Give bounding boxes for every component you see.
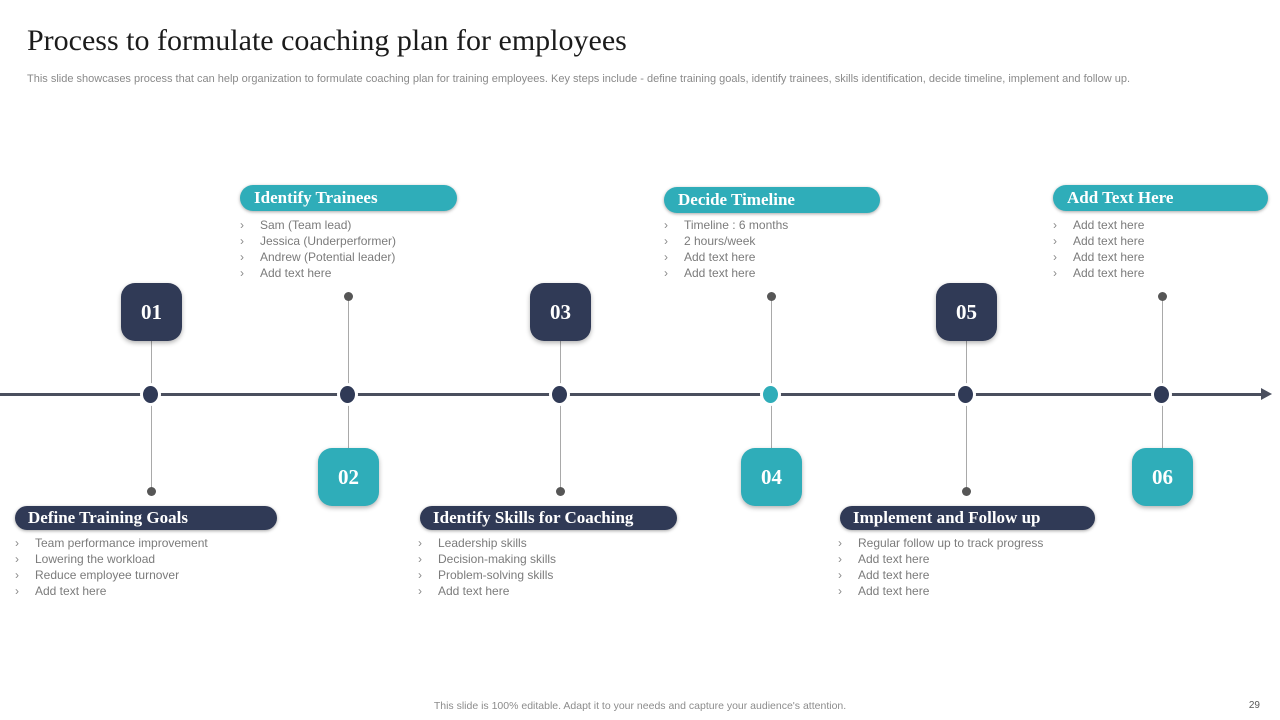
step-1-end-dot bbox=[147, 487, 156, 496]
bullet-marker-icon: › bbox=[664, 218, 668, 232]
step-3-title-banner: Identify Skills for Coaching bbox=[420, 506, 677, 530]
step-3-bullet-list: ›Leadership skills ›Decision-making skil… bbox=[418, 536, 556, 600]
bullet-marker-icon: › bbox=[15, 584, 19, 598]
page-number: 29 bbox=[1248, 700, 1260, 711]
bullet-item: ›Timeline : 6 months bbox=[664, 218, 789, 232]
bullet-marker-icon: › bbox=[664, 234, 668, 248]
bullet-item: ›Decision-making skills bbox=[418, 552, 557, 566]
bullet-marker-icon: › bbox=[418, 536, 422, 550]
timeline-arrow-icon bbox=[1261, 388, 1272, 400]
bullet-item: ›Problem-solving skills bbox=[418, 568, 554, 582]
step-4-connector-line bbox=[771, 299, 772, 448]
bullet-marker-icon: › bbox=[240, 250, 244, 264]
bullet-item: ›Sam (Team lead) bbox=[240, 218, 352, 232]
bullet-marker-icon: › bbox=[1053, 250, 1057, 264]
step-1-timeline-dot bbox=[140, 383, 161, 406]
bullet-marker-icon: › bbox=[418, 568, 422, 582]
bullet-item: ›Add text here bbox=[664, 266, 756, 280]
step-5-timeline-dot bbox=[955, 383, 976, 406]
bullet-marker-icon: › bbox=[15, 536, 19, 550]
bullet-item: ›Add text here bbox=[240, 266, 332, 280]
step-6-bullet-list: ›Add text here ›Add text here ›Add text … bbox=[1053, 218, 1144, 282]
bullet-marker-icon: › bbox=[664, 266, 668, 280]
bullet-item: ›Add text here bbox=[838, 552, 930, 566]
bullet-marker-icon: › bbox=[664, 250, 668, 264]
bullet-item: ›Add text here bbox=[1053, 250, 1145, 264]
bullet-item: ›Team performance improvement bbox=[15, 536, 208, 550]
step-3-connector-line bbox=[560, 341, 561, 489]
step-4-number-box: 04 bbox=[741, 448, 802, 506]
bullet-item: ›Reduce employee turnover bbox=[15, 568, 180, 582]
step-2-bullet-list: ›Sam (Team lead) ›Jessica (Underperforme… bbox=[240, 218, 396, 282]
bullet-marker-icon: › bbox=[1053, 266, 1057, 280]
bullet-item: ›Add text here bbox=[15, 584, 107, 598]
step-4-bullet-list: ›Timeline : 6 months ›2 hours/week ›Add … bbox=[664, 218, 788, 282]
bullet-item: ›Add text here bbox=[664, 250, 756, 264]
step-6-timeline-dot bbox=[1151, 383, 1172, 406]
step-1-number: 01 bbox=[141, 299, 162, 324]
step-2-connector-line bbox=[348, 299, 349, 448]
bullet-marker-icon: › bbox=[15, 552, 19, 566]
bullet-item: ›Add text here bbox=[838, 584, 930, 598]
bullet-item: ›Add text here bbox=[838, 568, 930, 582]
bullet-marker-icon: › bbox=[15, 568, 19, 582]
slide-subtitle: This slide showcases process that can he… bbox=[27, 73, 1131, 85]
step-1-number-box: 01 bbox=[121, 283, 182, 341]
step-3-number-box: 03 bbox=[530, 283, 591, 341]
bullet-marker-icon: › bbox=[418, 584, 422, 598]
step-6-number: 06 bbox=[1152, 464, 1173, 489]
step-5-number: 05 bbox=[956, 299, 977, 324]
step-6-connector-line bbox=[1162, 299, 1163, 448]
step-1-title-banner: Define Training Goals bbox=[15, 506, 277, 530]
step-5-bullet-list: ›Regular follow up to track progress ›Ad… bbox=[838, 536, 1043, 600]
step-2-end-dot bbox=[344, 292, 353, 301]
bullet-item: ›Andrew (Potential leader) bbox=[240, 250, 396, 264]
bullet-marker-icon: › bbox=[240, 266, 244, 280]
bullet-item: ›Add text here bbox=[418, 584, 510, 598]
bullet-marker-icon: › bbox=[838, 584, 842, 598]
step-6-title-banner: Add Text Here bbox=[1053, 185, 1268, 211]
page-title: Process to formulate coaching plan for e… bbox=[27, 24, 627, 57]
step-3-end-dot bbox=[556, 487, 565, 496]
bullet-marker-icon: › bbox=[838, 536, 842, 550]
bullet-marker-icon: › bbox=[1053, 234, 1057, 248]
bullet-marker-icon: › bbox=[838, 552, 842, 566]
timeline-axis bbox=[0, 393, 1262, 396]
step-4-number: 04 bbox=[761, 464, 782, 489]
step-1-bullet-list: ›Team performance improvement ›Lowering … bbox=[15, 536, 208, 600]
bullet-item: ›Add text here bbox=[1053, 234, 1145, 248]
step-5-end-dot bbox=[962, 487, 971, 496]
step-2-number: 02 bbox=[338, 464, 359, 489]
step-4-end-dot bbox=[767, 292, 776, 301]
bullet-item: ›2 hours/week bbox=[664, 234, 756, 248]
bullet-marker-icon: › bbox=[418, 552, 422, 566]
step-2-title-banner: Identify Trainees bbox=[240, 185, 457, 211]
bullet-marker-icon: › bbox=[838, 568, 842, 582]
step-4-title-banner: Decide Timeline bbox=[664, 187, 880, 213]
step-5-number-box: 05 bbox=[936, 283, 997, 341]
bullet-marker-icon: › bbox=[1053, 218, 1057, 232]
bullet-item: ›Add text here bbox=[1053, 266, 1145, 280]
step-2-timeline-dot bbox=[337, 383, 358, 406]
bullet-item: ›Regular follow up to track progress bbox=[838, 536, 1044, 550]
step-3-number: 03 bbox=[550, 299, 571, 324]
step-2-number-box: 02 bbox=[318, 448, 379, 506]
step-6-number-box: 06 bbox=[1132, 448, 1193, 506]
footer-note: This slide is 100% editable. Adapt it to… bbox=[433, 700, 847, 712]
bullet-item: ›Jessica (Underperformer) bbox=[240, 234, 397, 248]
bullet-marker-icon: › bbox=[240, 234, 244, 248]
bullet-marker-icon: › bbox=[240, 218, 244, 232]
bullet-item: ›Leadership skills bbox=[418, 536, 527, 550]
step-6-end-dot bbox=[1158, 292, 1167, 301]
step-5-connector-line bbox=[966, 341, 967, 489]
step-1-connector-line bbox=[151, 341, 152, 489]
step-4-timeline-dot bbox=[760, 383, 781, 406]
bullet-item: ›Lowering the workload bbox=[15, 552, 156, 566]
step-5-title-banner: Implement and Follow up bbox=[840, 506, 1095, 530]
step-3-timeline-dot bbox=[549, 383, 570, 406]
bullet-item: ›Add text here bbox=[1053, 218, 1145, 232]
